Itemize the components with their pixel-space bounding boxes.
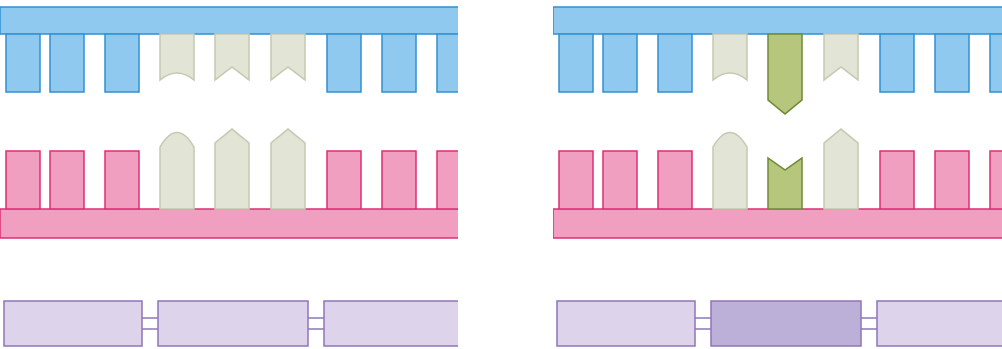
bottom-strand-base-neutral [160, 133, 194, 210]
top-strand-base-neutral [160, 34, 194, 80]
top-strand-base-highlight [768, 34, 802, 114]
segment-block [877, 301, 1002, 346]
bottom-strand-base-pink [437, 151, 471, 209]
top-strand-base-blue [658, 34, 692, 92]
left-panel [0, 7, 471, 346]
bottom-strand-base-pink [50, 151, 84, 209]
bottom-strand-base-neutral [713, 133, 747, 210]
bottom-strand-base-pink [327, 151, 361, 209]
segment-block [557, 301, 695, 346]
top-strand-base-neutral [271, 34, 305, 80]
bottom-strand-base-highlight [768, 158, 802, 209]
bottom-strand-base-pink [935, 151, 969, 209]
bottom-strand-base-pink [603, 151, 637, 209]
bottom-strand-base-pink [382, 151, 416, 209]
segment-block [158, 301, 308, 346]
top-strand-base-blue [603, 34, 637, 92]
top-strand-base-neutral [713, 34, 747, 80]
top-strand-base-blue [327, 34, 361, 92]
top-strand-base-blue [6, 34, 40, 92]
bottom-strand-base-pink [6, 151, 40, 209]
bottom-strand-backbone [0, 209, 462, 238]
top-strand-base-blue [935, 34, 969, 92]
bottom-strand-backbone [553, 209, 1002, 238]
bottom-strand-base-pink [658, 151, 692, 209]
bottom-strand-base-neutral [824, 129, 858, 209]
top-strand-base-blue [559, 34, 593, 92]
top-strand-base-blue [990, 34, 1002, 92]
bottom-strand-base-pink [105, 151, 139, 209]
top-strand-base-neutral [824, 34, 858, 80]
bottom-strand-base-pink [990, 151, 1002, 209]
bottom-strand-base-neutral [215, 129, 249, 209]
right-panel [553, 7, 1002, 346]
top-strand-base-blue [880, 34, 914, 92]
top-strand-base-blue [382, 34, 416, 92]
top-strand-base-blue [437, 34, 471, 92]
segment-block [4, 301, 142, 346]
segment-block [711, 301, 861, 346]
bottom-strand-base-pink [559, 151, 593, 209]
top-strand-base-blue [50, 34, 84, 92]
top-strand-base-neutral [215, 34, 249, 80]
bottom-strand-base-pink [880, 151, 914, 209]
top-strand-base-blue [105, 34, 139, 92]
top-strand-backbone [553, 7, 1002, 34]
bottom-strand-base-neutral [271, 129, 305, 209]
segment-block [324, 301, 464, 346]
top-strand-backbone [0, 7, 462, 34]
